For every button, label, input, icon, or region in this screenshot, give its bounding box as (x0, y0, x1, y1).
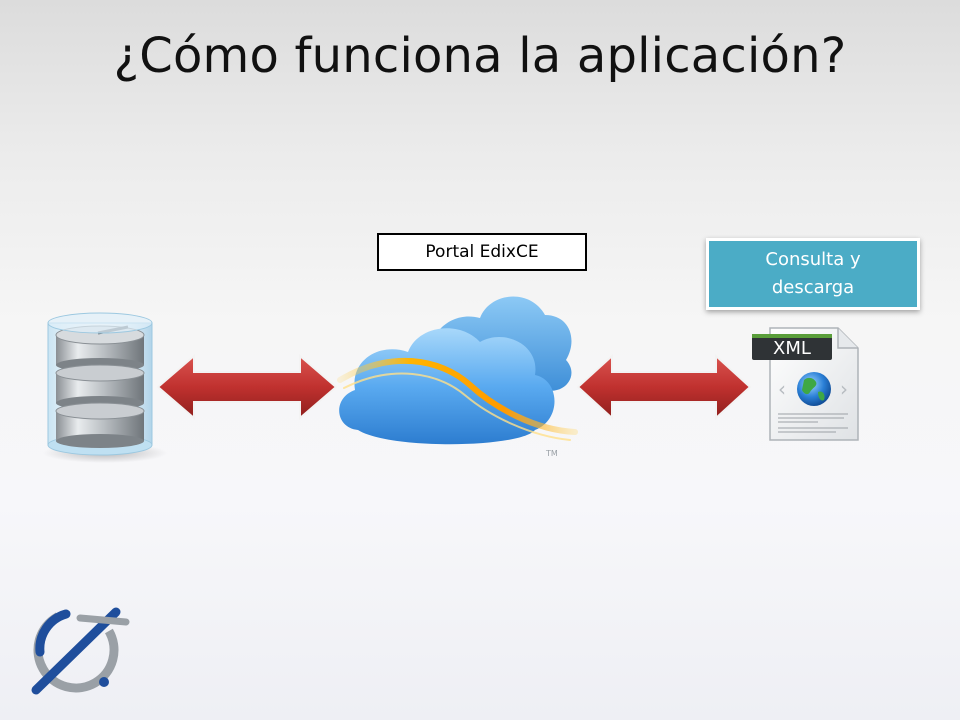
edixce-logo (31, 607, 130, 695)
right-double-arrow (576, 353, 752, 421)
slide-title: ¿Cómo funciona la aplicación? (113, 28, 847, 84)
consulta-box: Consulta y descarga (706, 238, 920, 310)
xml-label: XML (773, 338, 811, 359)
svg-text:›: › (840, 377, 848, 401)
database-icon (43, 312, 167, 463)
left-double-arrow (156, 353, 338, 421)
portal-label: Portal EdixCE (377, 233, 587, 271)
cloud-icon: TM (337, 296, 578, 458)
xml-document-icon: XML ‹ › (752, 327, 859, 441)
svg-text:‹: ‹ (778, 377, 786, 401)
trademark-mark: TM (545, 449, 558, 458)
globe-icon (797, 372, 831, 406)
